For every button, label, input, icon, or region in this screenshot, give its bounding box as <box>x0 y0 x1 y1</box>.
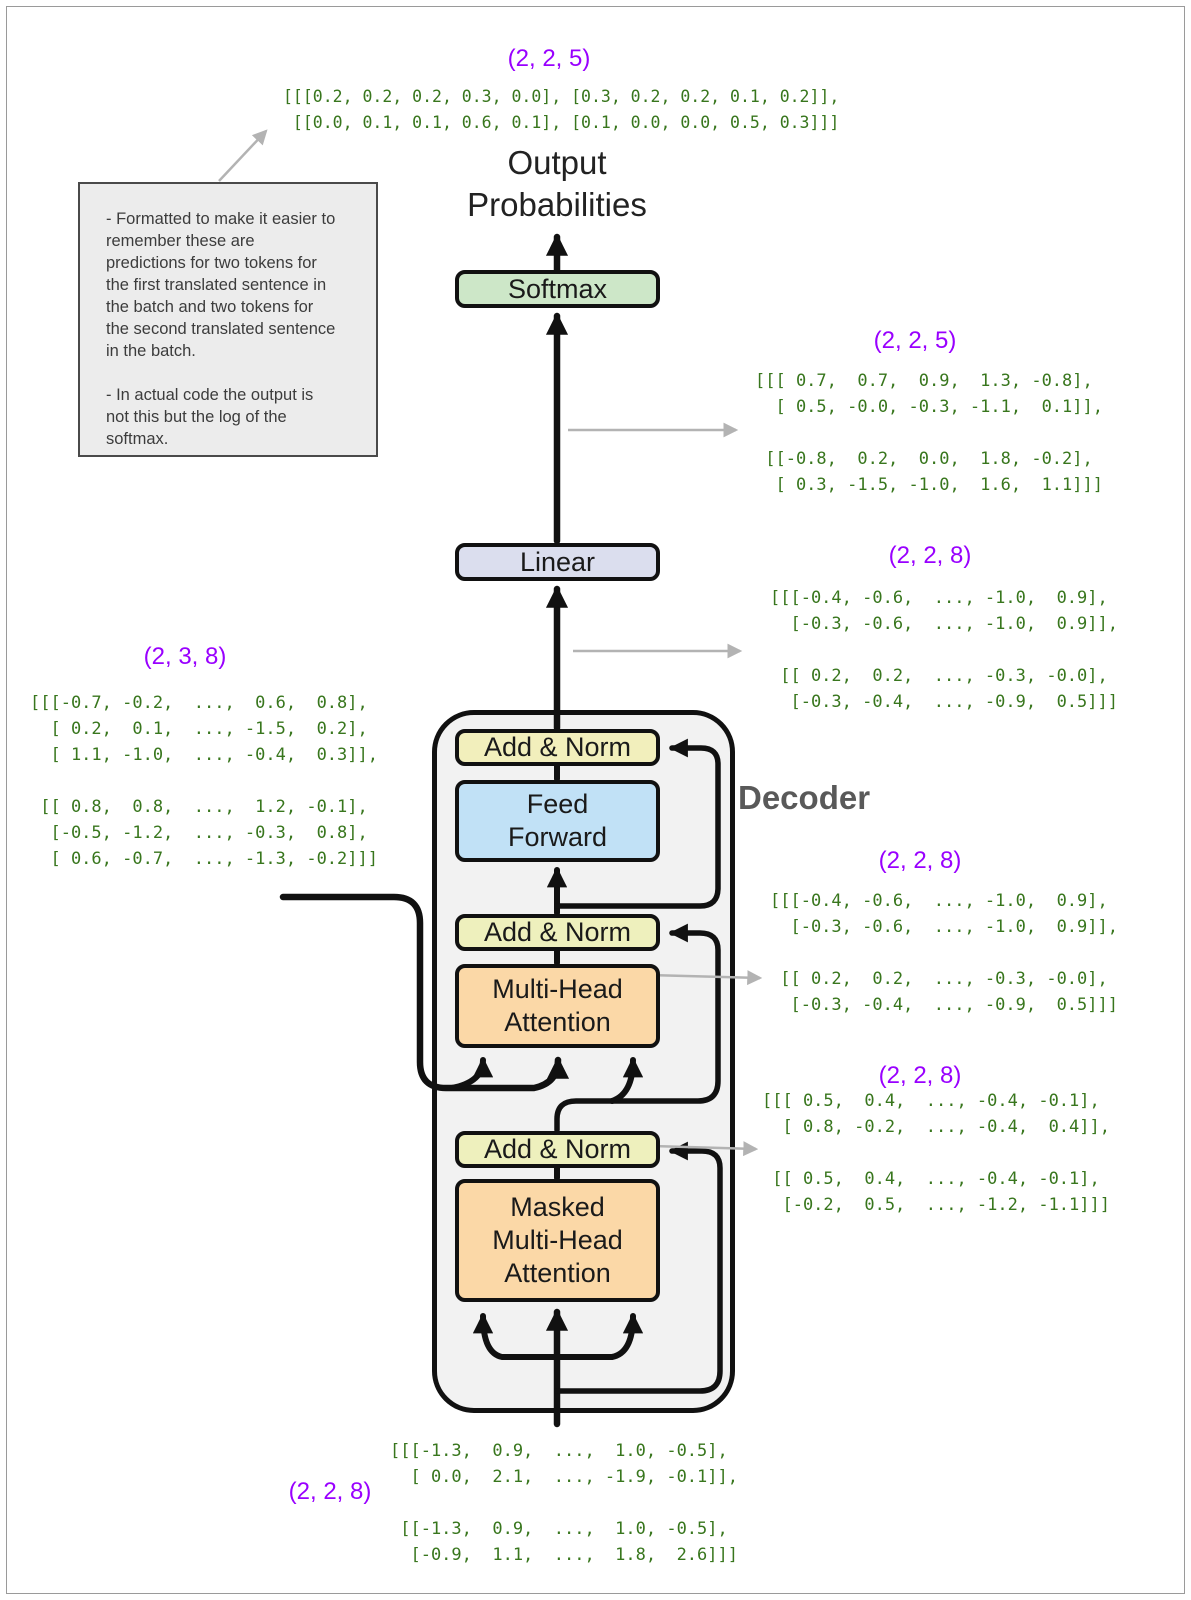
masked-multi-head-attention-block: Masked Multi-Head Attention <box>455 1179 660 1302</box>
add-norm-mid-block: Add & Norm <box>455 914 660 951</box>
note-box: - Formatted to make it easier to remembe… <box>78 182 378 457</box>
multi-head-attention-block: Multi-Head Attention <box>455 964 660 1048</box>
note-text: - Formatted to make it easier to remembe… <box>106 210 336 448</box>
tensor-matrix-decoder-input: [[[-1.3, 0.9, ..., 1.0, -0.5], [ 0.0, 2.… <box>390 1441 738 1565</box>
tensor-shape-label: (2, 2, 8) <box>888 542 972 569</box>
encoder-key-arrow <box>449 1056 494 1091</box>
decoder-label: Decoder <box>738 779 871 816</box>
note-pointer-arrow <box>218 129 268 182</box>
masked-qkv-right-arrow <box>554 1312 644 1360</box>
tensor-matrix-linear-output: [[[ 0.7, 0.7, 0.9, 1.3, -0.8], [ 0.5, -0… <box>755 371 1103 495</box>
tensor-matrix-encoder-output: [[[-0.7, -0.2, ..., 0.6, 0.8], [ 0.2, 0.… <box>30 693 378 869</box>
feed-forward-block: Feed Forward <box>455 780 660 862</box>
query-arrow <box>609 1056 644 1104</box>
tensor-shape-label: (2, 3, 8) <box>143 643 227 670</box>
tensor-matrix-masked-block-output: [[[ 0.5, 0.4, ..., -0.4, -0.1], [ 0.8, -… <box>762 1091 1110 1215</box>
tensor-shape-label: (2, 2, 8) <box>878 847 962 874</box>
add-norm-bottom-block: Add & Norm <box>455 1131 660 1168</box>
tensor-matrix-ffn-block-output: [[[-0.4, -0.6, ..., -1.0, 0.9], [-0.3, -… <box>770 891 1118 1015</box>
masked-qkv-left-arrow <box>472 1312 560 1360</box>
tensor-shape-label: (2, 2, 8) <box>288 1478 372 1505</box>
softmax-block: Softmax <box>455 270 660 308</box>
output-probabilities-title: Output Probabilities <box>467 144 647 224</box>
residual-masked-loop <box>554 1141 723 1394</box>
encoder-output-line <box>279 893 570 1092</box>
tensor-shape-label: (2, 2, 5) <box>507 45 591 72</box>
tensor-shape-label: (2, 2, 5) <box>873 327 957 354</box>
tensor-matrix-decoder-output: [[[-0.4, -0.6, ..., -1.0, 0.9], [-0.3, -… <box>770 588 1118 712</box>
tensor-shape-label: (2, 2, 8) <box>878 1062 962 1089</box>
residual-feedforward-loop <box>554 738 721 909</box>
tensor-matrix-softmax-output: [[[0.2, 0.2, 0.2, 0.3, 0.0], [0.3, 0.2, … <box>283 87 840 132</box>
linear-block: Linear <box>455 543 660 581</box>
query-and-residual-mha-loop <box>554 923 721 1133</box>
add-norm-top-block: Add & Norm <box>455 729 660 766</box>
